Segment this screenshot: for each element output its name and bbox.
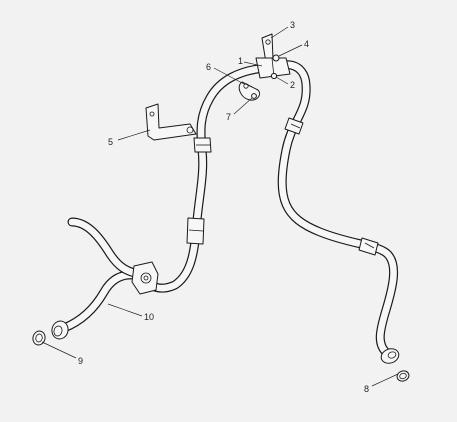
- leader-7: [233, 97, 253, 115]
- callout-9: 9: [78, 356, 83, 366]
- callout-7: 7: [226, 112, 231, 122]
- mounting-bracket-5: [145, 103, 197, 141]
- end-fitting-8: [380, 348, 400, 364]
- leader-3: [270, 26, 289, 39]
- left-hose-sleeve-lower: [186, 217, 205, 245]
- clip-bolt-7: [251, 93, 257, 99]
- o-ring-8: [396, 370, 410, 382]
- end-fitting-9: [51, 320, 69, 340]
- right-hose-sleeve-lower: [358, 237, 379, 256]
- left-hose: [140, 63, 271, 293]
- callout-2: 2: [290, 80, 295, 90]
- callout-6: 6: [206, 62, 211, 72]
- upper-branch-pipe: [67, 217, 145, 279]
- callout-5: 5: [108, 137, 113, 147]
- callout-1: 1: [238, 56, 243, 66]
- callout-3: 3: [290, 20, 295, 30]
- leader-2: [275, 76, 289, 85]
- callout-4: 4: [304, 39, 309, 49]
- o-ring-9: [32, 330, 46, 346]
- leader-5: [117, 129, 151, 141]
- clamp-nut-2: [270, 72, 278, 80]
- leader-6: [213, 67, 245, 85]
- leader-9: [41, 341, 77, 359]
- callout-10: 10: [144, 312, 154, 322]
- leader-4: [278, 44, 303, 57]
- left-hose-sleeve-upper: [193, 137, 212, 153]
- callout-8: 8: [364, 384, 369, 394]
- leader-10: [107, 303, 143, 317]
- clamp-bolt-4: [272, 54, 280, 62]
- leader-lines: [41, 26, 399, 387]
- junction-block: [131, 261, 159, 295]
- leader-8: [371, 373, 399, 387]
- right-hose-sleeve-upper: [284, 117, 304, 135]
- right-hose: [267, 60, 399, 359]
- leader-1: [243, 61, 263, 67]
